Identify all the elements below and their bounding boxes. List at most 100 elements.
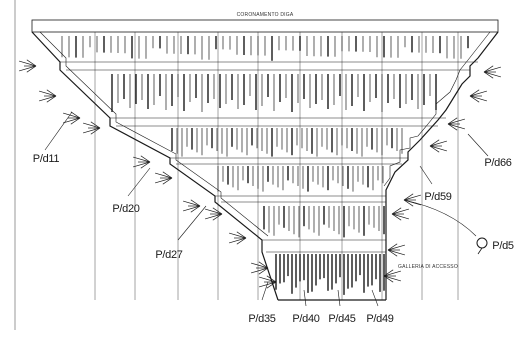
fan-drain [228, 232, 247, 239]
fan-drain [236, 237, 247, 245]
piezometer-label-pz5: P/d5 [492, 240, 514, 252]
drain-holes [61, 36, 469, 295]
fan-drain [387, 244, 406, 251]
crest-label: CORONAMENTO DIGA [237, 12, 294, 18]
fan-drain [38, 95, 57, 102]
fan-drain [140, 155, 151, 163]
fan-drain [483, 65, 494, 73]
fan-drain [212, 207, 223, 215]
access-gallery-label: GALLERIA DI ACCESSO [398, 264, 458, 270]
piezometer-label-pz49: P/d49 [366, 313, 393, 325]
fan-drain [70, 117, 81, 125]
fan-drain [204, 208, 223, 215]
fan-drain [46, 89, 57, 97]
leader-pz5 [403, 199, 477, 237]
leader-pz11 [44, 111, 73, 151]
fan-drain [391, 213, 402, 221]
fan-drain [429, 139, 440, 147]
fan-drain [469, 95, 488, 102]
piezometer-label-pz20: P/d20 [112, 203, 139, 215]
label-leaders [44, 111, 489, 307]
fan-drain [82, 127, 101, 134]
bench-lines [60, 61, 478, 253]
fan-drain [447, 123, 458, 131]
fan-drain [236, 231, 247, 239]
fan-drain [391, 208, 410, 215]
piezometer-label-pz66: P/d66 [484, 157, 511, 169]
leader-pz40 [303, 289, 307, 307]
leader-pz35 [261, 281, 269, 301]
piezometer-label-pz27: P/d27 [155, 249, 182, 261]
access-gallery-marker [476, 237, 488, 249]
fan-drain [429, 145, 440, 153]
fan-drain [26, 59, 37, 67]
fan-drain [391, 207, 402, 215]
fan-drain [429, 145, 448, 152]
fan-drain [140, 161, 151, 169]
fan-drain [70, 111, 81, 119]
fan-drain [250, 262, 269, 269]
fan-drain [403, 193, 414, 201]
fan-drain [62, 117, 81, 124]
fan-drain [469, 89, 480, 97]
fan-drain [82, 122, 101, 129]
access-gallery-tick [477, 247, 483, 255]
fan-drain [204, 213, 223, 220]
fan-drain [258, 267, 269, 275]
left-gallery-line [39, 31, 269, 237]
fan-drain [387, 249, 406, 256]
fan-drain [387, 243, 398, 251]
fan-drain [403, 194, 422, 201]
fan-drain [162, 171, 173, 179]
fan-drain [387, 249, 398, 257]
fan-drain [447, 118, 466, 125]
fan-drain [447, 123, 466, 130]
fan-drain [90, 127, 101, 135]
fan-drain [483, 66, 502, 73]
fan-drain [258, 276, 277, 283]
piezometer-label-pz45: P/d45 [328, 313, 355, 325]
fan-drain [182, 205, 201, 212]
fan-drain [18, 60, 37, 67]
right-gallery-line [383, 31, 491, 187]
fan-drain [383, 270, 402, 277]
fan-drain [190, 199, 201, 207]
fan-drain [403, 199, 414, 207]
fan-drain [447, 117, 458, 125]
piezometer-label-pz59: P/d59 [424, 191, 451, 203]
leader-pz49 [371, 289, 379, 307]
fan-drain [258, 261, 269, 269]
fan-drain [182, 200, 201, 207]
fan-drain [483, 71, 502, 78]
fan-drain [132, 161, 151, 168]
fan-drain [62, 112, 81, 119]
crest-band [31, 19, 499, 33]
fan-drain [258, 281, 277, 288]
fan-drain [212, 213, 223, 221]
leader-pz66 [467, 133, 489, 157]
fan-drain [383, 275, 402, 282]
fan-drain [38, 90, 57, 97]
fan-drain [154, 177, 173, 184]
fan-drain [391, 213, 410, 220]
fan-drain [383, 269, 394, 277]
piezometer-label-pz11: P/d11 [33, 153, 60, 165]
fan-drain [429, 140, 448, 147]
piezometer-label-pz35: P/d35 [248, 313, 275, 325]
slope-drain-fans [18, 59, 502, 289]
fan-drain [266, 275, 277, 283]
fan-drain [154, 172, 173, 179]
dam-left-slope [31, 31, 279, 301]
dam-right-slope [385, 31, 499, 300]
fan-drain [228, 237, 247, 244]
leader-pz27 [177, 205, 207, 241]
fan-drain [26, 65, 37, 73]
fan-drain [18, 65, 37, 72]
fan-drain [483, 71, 494, 79]
leader-pz59 [419, 165, 433, 185]
fan-drain [469, 95, 480, 103]
fan-drain [90, 121, 101, 129]
fan-drain [266, 281, 277, 289]
fan-drain [383, 275, 394, 283]
